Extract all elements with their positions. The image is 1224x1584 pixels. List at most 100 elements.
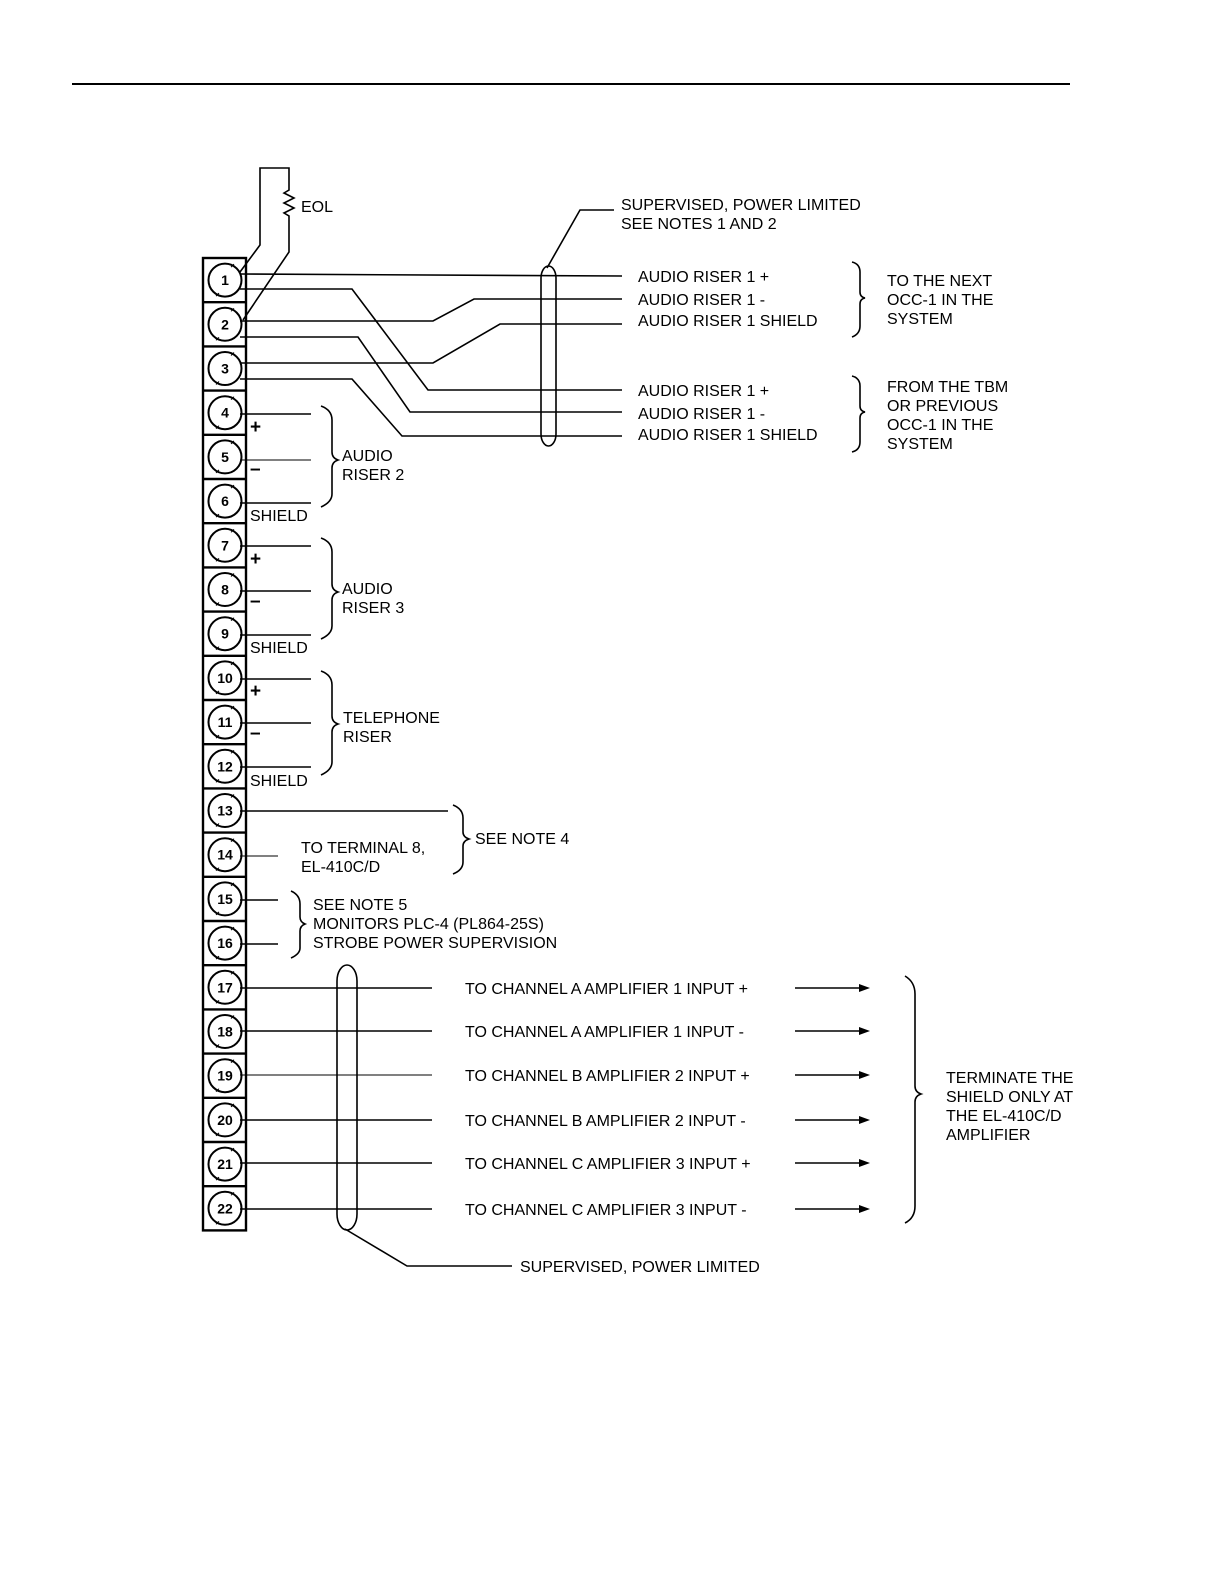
riser3-label-1: AUDIO [342,581,393,598]
terminal-4: 4 [203,389,246,431]
riser1-next-wire-plus: AUDIO RISER 1 + [638,269,769,286]
note5-line-2: MONITORS PLC-4 (PL864-25S) [313,916,544,933]
terminal-number-5: 5 [221,449,229,465]
note4-label: SEE NOTE 4 [475,831,569,848]
terminal-number-20: 20 [217,1112,233,1128]
terminal-number-6: 6 [221,493,229,509]
riser2-shield: SHIELD [250,508,308,525]
t14-label-2: EL-410C/D [301,859,380,876]
telephone-group: + – SHIELD TELEPHONE RISER [240,670,440,790]
amplifier-input-wires: TO CHANNEL A AMPLIFIER 1 INPUT + TO CHANN… [240,981,870,1219]
arrow-right-icon [859,1205,870,1213]
telephone-label-1: TELEPHONE [343,710,440,727]
cable-bottom-label: SUPERVISED, POWER LIMITED [520,1259,760,1276]
terminal-screw-14 [207,837,243,873]
arrow-right-icon [859,1071,870,1079]
amp-input-5: TO CHANNEL C AMPLIFIER 3 INPUT + [240,1156,870,1173]
terminate-line-1: TERMINATE THE [946,1070,1073,1087]
terminal-number-17: 17 [217,979,233,995]
amp-input-6: TO CHANNEL C AMPLIFIER 3 INPUT - [240,1202,870,1219]
terminate-line-4: AMPLIFIER [946,1127,1030,1144]
riser1-prev-dest-1: FROM THE TBM [887,379,1008,396]
terminal-screw-2 [207,306,243,342]
terminal-number-4: 4 [221,405,229,421]
terminal-9: 9 [203,610,246,652]
terminal-screw-3 [207,351,243,386]
terminal-screw-21 [207,1146,243,1182]
telephone-shield: SHIELD [250,773,308,790]
amp-input-2: TO CHANNEL A AMPLIFIER 1 INPUT - [240,1024,870,1041]
telephone-plus: + [250,681,261,702]
terminal-number-18: 18 [217,1024,233,1040]
telephone-label-2: RISER [343,729,392,746]
terminal-number-22: 22 [217,1200,233,1216]
terminal-5: 5 [203,433,246,475]
riser2-plus: + [250,417,261,438]
terminal-15: 15 [203,875,246,917]
riser1-prev-dest-3: OCC-1 IN THE [887,417,993,434]
terminal-2: 2 [203,301,246,342]
terminal-6: 6 [203,477,246,519]
riser2-group: + – SHIELD AUDIO RISER 2 [240,405,404,525]
terminal-screw-4 [207,395,243,431]
riser1-next-labels: AUDIO RISER 1 + AUDIO RISER 1 - AUDIO RI… [638,261,993,338]
note5-line-3: STROBE POWER SUPERVISION [313,935,557,952]
arrow-right-icon [859,1159,870,1167]
terminal-3: 3 [203,345,246,386]
riser1-prev-wire-plus: AUDIO RISER 1 + [638,383,769,400]
terminate-line-3: THE EL-410C/D [946,1108,1062,1125]
amp-input-label-4: TO CHANNEL B AMPLIFIER 2 INPUT - [465,1113,746,1130]
terminal-number-1: 1 [221,272,229,288]
terminal-13: 13 [203,787,246,828]
riser1-next-dest-3: SYSTEM [887,311,953,328]
terminal-12: 12 [203,743,246,784]
riser1-prev-labels: AUDIO RISER 1 + AUDIO RISER 1 - AUDIO RI… [638,375,1008,453]
terminal-18: 18 [203,1008,246,1049]
terminal-number-14: 14 [217,847,233,863]
amp-input-label-3: TO CHANNEL B AMPLIFIER 2 INPUT + [465,1068,750,1085]
terminal-screw-11 [207,704,243,740]
terminal-number-9: 9 [221,626,229,642]
riser3-minus: – [250,591,261,612]
note5-line-1: SEE NOTE 5 [313,897,407,914]
riser1-next-wire-shield: AUDIO RISER 1 SHIELD [638,313,818,330]
amp-input-label-5: TO CHANNEL C AMPLIFIER 3 INPUT + [465,1156,751,1173]
arrow-right-icon [859,1116,870,1124]
riser1-prev-wire-minus: AUDIO RISER 1 - [638,406,765,423]
amp-input-3: TO CHANNEL B AMPLIFIER 2 INPUT + [240,1068,870,1085]
terminal-screw-1 [207,262,243,298]
eol-resistor: EOL [239,167,333,321]
terminal-16: 16 [203,919,246,961]
terminal-14: 14 [203,831,246,873]
terminal-screw-8 [207,572,243,607]
amp-input-label-6: TO CHANNEL C AMPLIFIER 3 INPUT - [465,1202,747,1219]
riser1-prev-dest-4: SYSTEM [887,436,953,453]
amp-input-1: TO CHANNEL A AMPLIFIER 1 INPUT + [240,981,870,998]
amp-input-4: TO CHANNEL B AMPLIFIER 2 INPUT - [240,1113,870,1130]
arrow-right-icon [859,984,870,992]
terminal-11: 11 [203,698,246,740]
terminal-21: 21 [203,1140,246,1182]
terminal-number-12: 12 [217,758,233,774]
terminal-1: 1 [207,262,243,298]
terminal-screw-19 [207,1058,243,1094]
t13-t14-group: TO TERMINAL 8, EL-410C/D SEE NOTE 4 [240,804,569,876]
cable-bundle-bottom: SUPERVISED, POWER LIMITED [336,964,760,1276]
cable-top-line2: SEE NOTES 1 AND 2 [621,216,777,233]
terminal-17: 17 [203,964,246,1005]
amp-input-label-1: TO CHANNEL A AMPLIFIER 1 INPUT + [465,981,748,998]
terminal-screw-6 [207,483,243,519]
riser2-minus: – [250,459,261,480]
riser3-label-2: RISER 3 [342,600,404,617]
riser2-label-2: RISER 2 [342,467,404,484]
riser1-next-wire-minus: AUDIO RISER 1 - [638,292,765,309]
terminal-number-13: 13 [217,803,233,819]
terminal-screw-15 [207,881,243,917]
arrow-right-icon [859,1027,870,1035]
riser1-prev-wire-shield: AUDIO RISER 1 SHIELD [638,427,818,444]
terminate-group: TERMINATE THE SHIELD ONLY AT THE EL-410C… [904,975,1073,1224]
riser1-prev-dest-2: OR PREVIOUS [887,398,998,415]
amp-input-label-2: TO CHANNEL A AMPLIFIER 1 INPUT - [465,1024,744,1041]
terminal-number-16: 16 [217,935,233,951]
